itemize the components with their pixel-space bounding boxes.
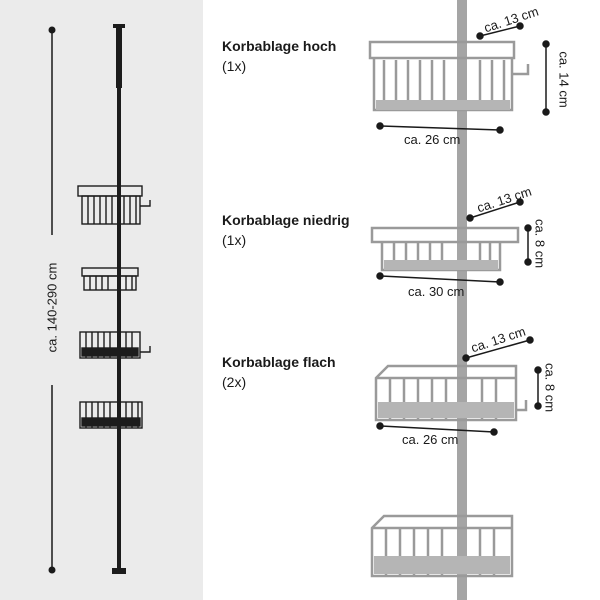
basket-flat-illustration-1 bbox=[79, 331, 151, 359]
shelf1-height-dot-b bbox=[542, 108, 550, 116]
shelf3-width-dot-a bbox=[376, 422, 384, 430]
shelf1-depth-dot-b bbox=[516, 22, 524, 30]
shelf3-title: Korbablage flach bbox=[222, 354, 336, 370]
pole-bottom-foot bbox=[112, 568, 126, 574]
detail-basket-high bbox=[368, 40, 530, 112]
height-dimension-dot-bottom bbox=[48, 566, 56, 574]
shelf1-height-dot-a bbox=[542, 40, 550, 48]
shelf2-height-dot-a bbox=[524, 224, 532, 232]
basket-low-illustration bbox=[81, 267, 139, 291]
shelf2-width-label: ca. 30 cm bbox=[408, 284, 465, 299]
shelf1-width-dot-a bbox=[376, 122, 384, 130]
detail-basket-low-floor bbox=[384, 260, 498, 270]
shelf1-depth-line bbox=[479, 25, 521, 37]
shelf3-height-label: ca. 8 cm bbox=[542, 362, 558, 413]
shelf3-width-dot-b bbox=[490, 428, 498, 436]
left-panel bbox=[0, 0, 203, 600]
shelf2-width-dot-a bbox=[376, 272, 384, 280]
shelf3-height-dot-b bbox=[534, 402, 542, 410]
shelf3-depth-dot-b bbox=[526, 336, 534, 344]
shelf2-title: Korbablage niedrig bbox=[222, 212, 350, 228]
pole-upper bbox=[116, 28, 122, 88]
shelf2-depth-dot-b bbox=[516, 198, 524, 206]
shelf3-depth-line bbox=[465, 339, 531, 359]
shelf1-width-line bbox=[379, 125, 501, 131]
detail-basket-high-floor bbox=[376, 100, 510, 110]
height-label-gap bbox=[40, 235, 64, 385]
shelf2-height-dot-b bbox=[524, 258, 532, 266]
detail-basket-flat-1-floor bbox=[378, 402, 514, 418]
shelf2-height-label: ca. 8 cm bbox=[532, 218, 548, 269]
shelf3-width-line bbox=[379, 425, 495, 433]
height-dimension-dot-top bbox=[48, 26, 56, 34]
detail-basket-flat-2-floor bbox=[374, 556, 510, 574]
basket-high-illustration bbox=[77, 185, 151, 225]
shelf1-height-label: ca. 14 cm bbox=[556, 51, 572, 108]
shelf3-count: (2x) bbox=[222, 374, 247, 390]
basket-flat-illustration-2 bbox=[79, 401, 143, 429]
shelf3-depth-dot-a bbox=[462, 354, 470, 362]
product-pole-illustration bbox=[40, 24, 151, 574]
ghost-pole bbox=[457, 0, 467, 600]
shelf3-height-dot-a bbox=[534, 366, 542, 374]
pole-top-cap bbox=[113, 24, 125, 28]
shelf2-depth-dot-a bbox=[466, 214, 474, 222]
shelf1-depth-dot-a bbox=[476, 32, 484, 40]
shelf2-depth-line bbox=[469, 201, 521, 219]
pole-lower bbox=[117, 88, 121, 568]
shelf2-width-line bbox=[379, 275, 501, 283]
shelf1-count: (1x) bbox=[222, 58, 247, 74]
shelf2-count: (1x) bbox=[222, 232, 247, 248]
shelf1-width-dot-b bbox=[496, 126, 504, 134]
shelf1-width-label: ca. 26 cm bbox=[404, 132, 461, 147]
shelf1-title: Korbablage hoch bbox=[222, 38, 337, 54]
shelf2-width-dot-b bbox=[496, 278, 504, 286]
shelf3-width-label: ca. 26 cm bbox=[402, 432, 459, 447]
